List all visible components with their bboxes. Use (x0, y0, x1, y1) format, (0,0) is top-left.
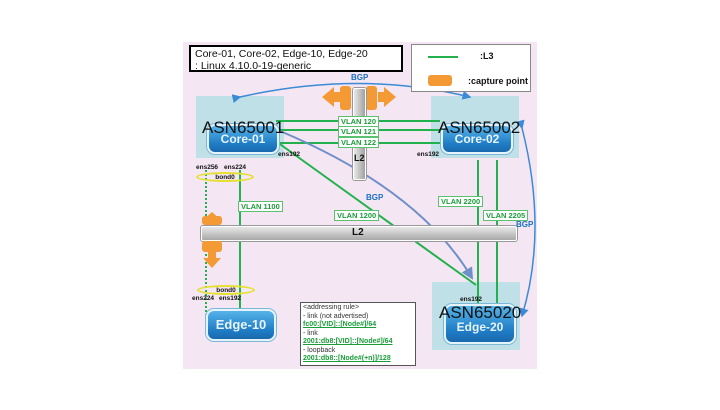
asn-label-core02: ASN65002 (438, 118, 521, 137)
node-label: Edge-20 (456, 320, 504, 334)
addressing-item1-value: fc00:[VID]::[Node#]/64 (303, 321, 377, 328)
addressing-title: <addressing rule> (303, 304, 360, 311)
l2-label: L2 (352, 227, 364, 238)
vlan-label-1100: VLAN 1100 (238, 201, 283, 212)
bond-label: bond0 (216, 287, 236, 294)
bgp-label-middle: BGP (366, 193, 384, 202)
iface-edge10-ens192: ens192 (219, 295, 242, 302)
os-info-line1: Core-01, Core-02, Edge-10, Edge-20 (195, 48, 368, 60)
capture-point-bond-bottom (202, 241, 222, 252)
legend-l3-line-icon (428, 56, 458, 58)
addressing-rule-box: <addressing rule> - link (not advertised… (300, 302, 416, 366)
os-info-line2: : Linux 4.10.0-19-generic (195, 60, 312, 72)
bond0-edge10: bond0 (197, 285, 255, 295)
iface-core01-ens256: ens256 (196, 164, 219, 171)
l2-switch-horizontal: L2 (201, 226, 517, 241)
vlan-label-2205: VLAN 2205 (483, 210, 529, 221)
bond0-core01: bond0 (196, 172, 254, 182)
node-label: Edge-10 (215, 317, 267, 332)
legend-capture-icon (428, 75, 452, 86)
iface-core01-ens224: ens224 (224, 164, 247, 171)
legend-capture-label: :capture point (468, 76, 528, 86)
capture-point-l2-right (366, 86, 377, 110)
vlan-label-2200: VLAN 2200 (438, 196, 484, 207)
capture-point-l2-left (340, 86, 351, 110)
node-edge-20[interactable]: Edge-20 (444, 304, 516, 344)
addressing-item1-label: - link (not advertised) (303, 312, 369, 320)
addressing-item3-label: - loopback (303, 346, 336, 354)
capture-arrow-left (322, 87, 340, 107)
addressing-item2-label: - link (303, 329, 318, 337)
vlan-label-121: VLAN 121 (338, 126, 380, 137)
iface-edge20-ens192: ens192 (460, 296, 483, 303)
node-core-01[interactable]: Core-01 (207, 124, 279, 154)
os-info-box: Core-01, Core-02, Edge-10, Edge-20 : Lin… (189, 45, 403, 72)
iface-core01-ens192: ens192 (278, 151, 301, 158)
capture-point-bond-top (202, 216, 222, 225)
node-edge-10[interactable]: Edge-10 (206, 309, 276, 341)
bgp-label-top: BGP (351, 73, 369, 82)
iface-edge10-ens224: ens224 (192, 295, 215, 302)
vlan-label-1200: VLAN 1200 (334, 210, 380, 221)
bond-label: bond0 (215, 174, 235, 181)
iface-core02-ens192: ens192 (417, 151, 440, 158)
bgp-label-right: BGP (516, 220, 534, 229)
bgp-session-core02-edge20 (515, 119, 536, 318)
vlan-label-122: VLAN 122 (338, 137, 380, 148)
capture-arrow-right (378, 87, 396, 107)
addressing-item2-value: 2001:db8:[VID]::[Node#]/64 (303, 338, 393, 345)
asn-label-core01: ASN65001 (202, 118, 285, 137)
node-label: Core-02 (454, 132, 500, 146)
node-core-02[interactable]: Core-02 (441, 124, 513, 154)
legend: :L3 :capture point (411, 44, 531, 92)
node-label: Core-01 (220, 132, 266, 146)
asn-label-edge20: ASN65020 (439, 303, 522, 322)
l2-label: L2 (354, 153, 365, 163)
capture-arrow-down (203, 252, 221, 268)
legend-l3-label: :L3 (480, 51, 494, 61)
bgp-session-core01-edge20 (279, 130, 474, 280)
addressing-item3-value: 2001:db8::[Node#(+n)]/128 (303, 355, 391, 362)
